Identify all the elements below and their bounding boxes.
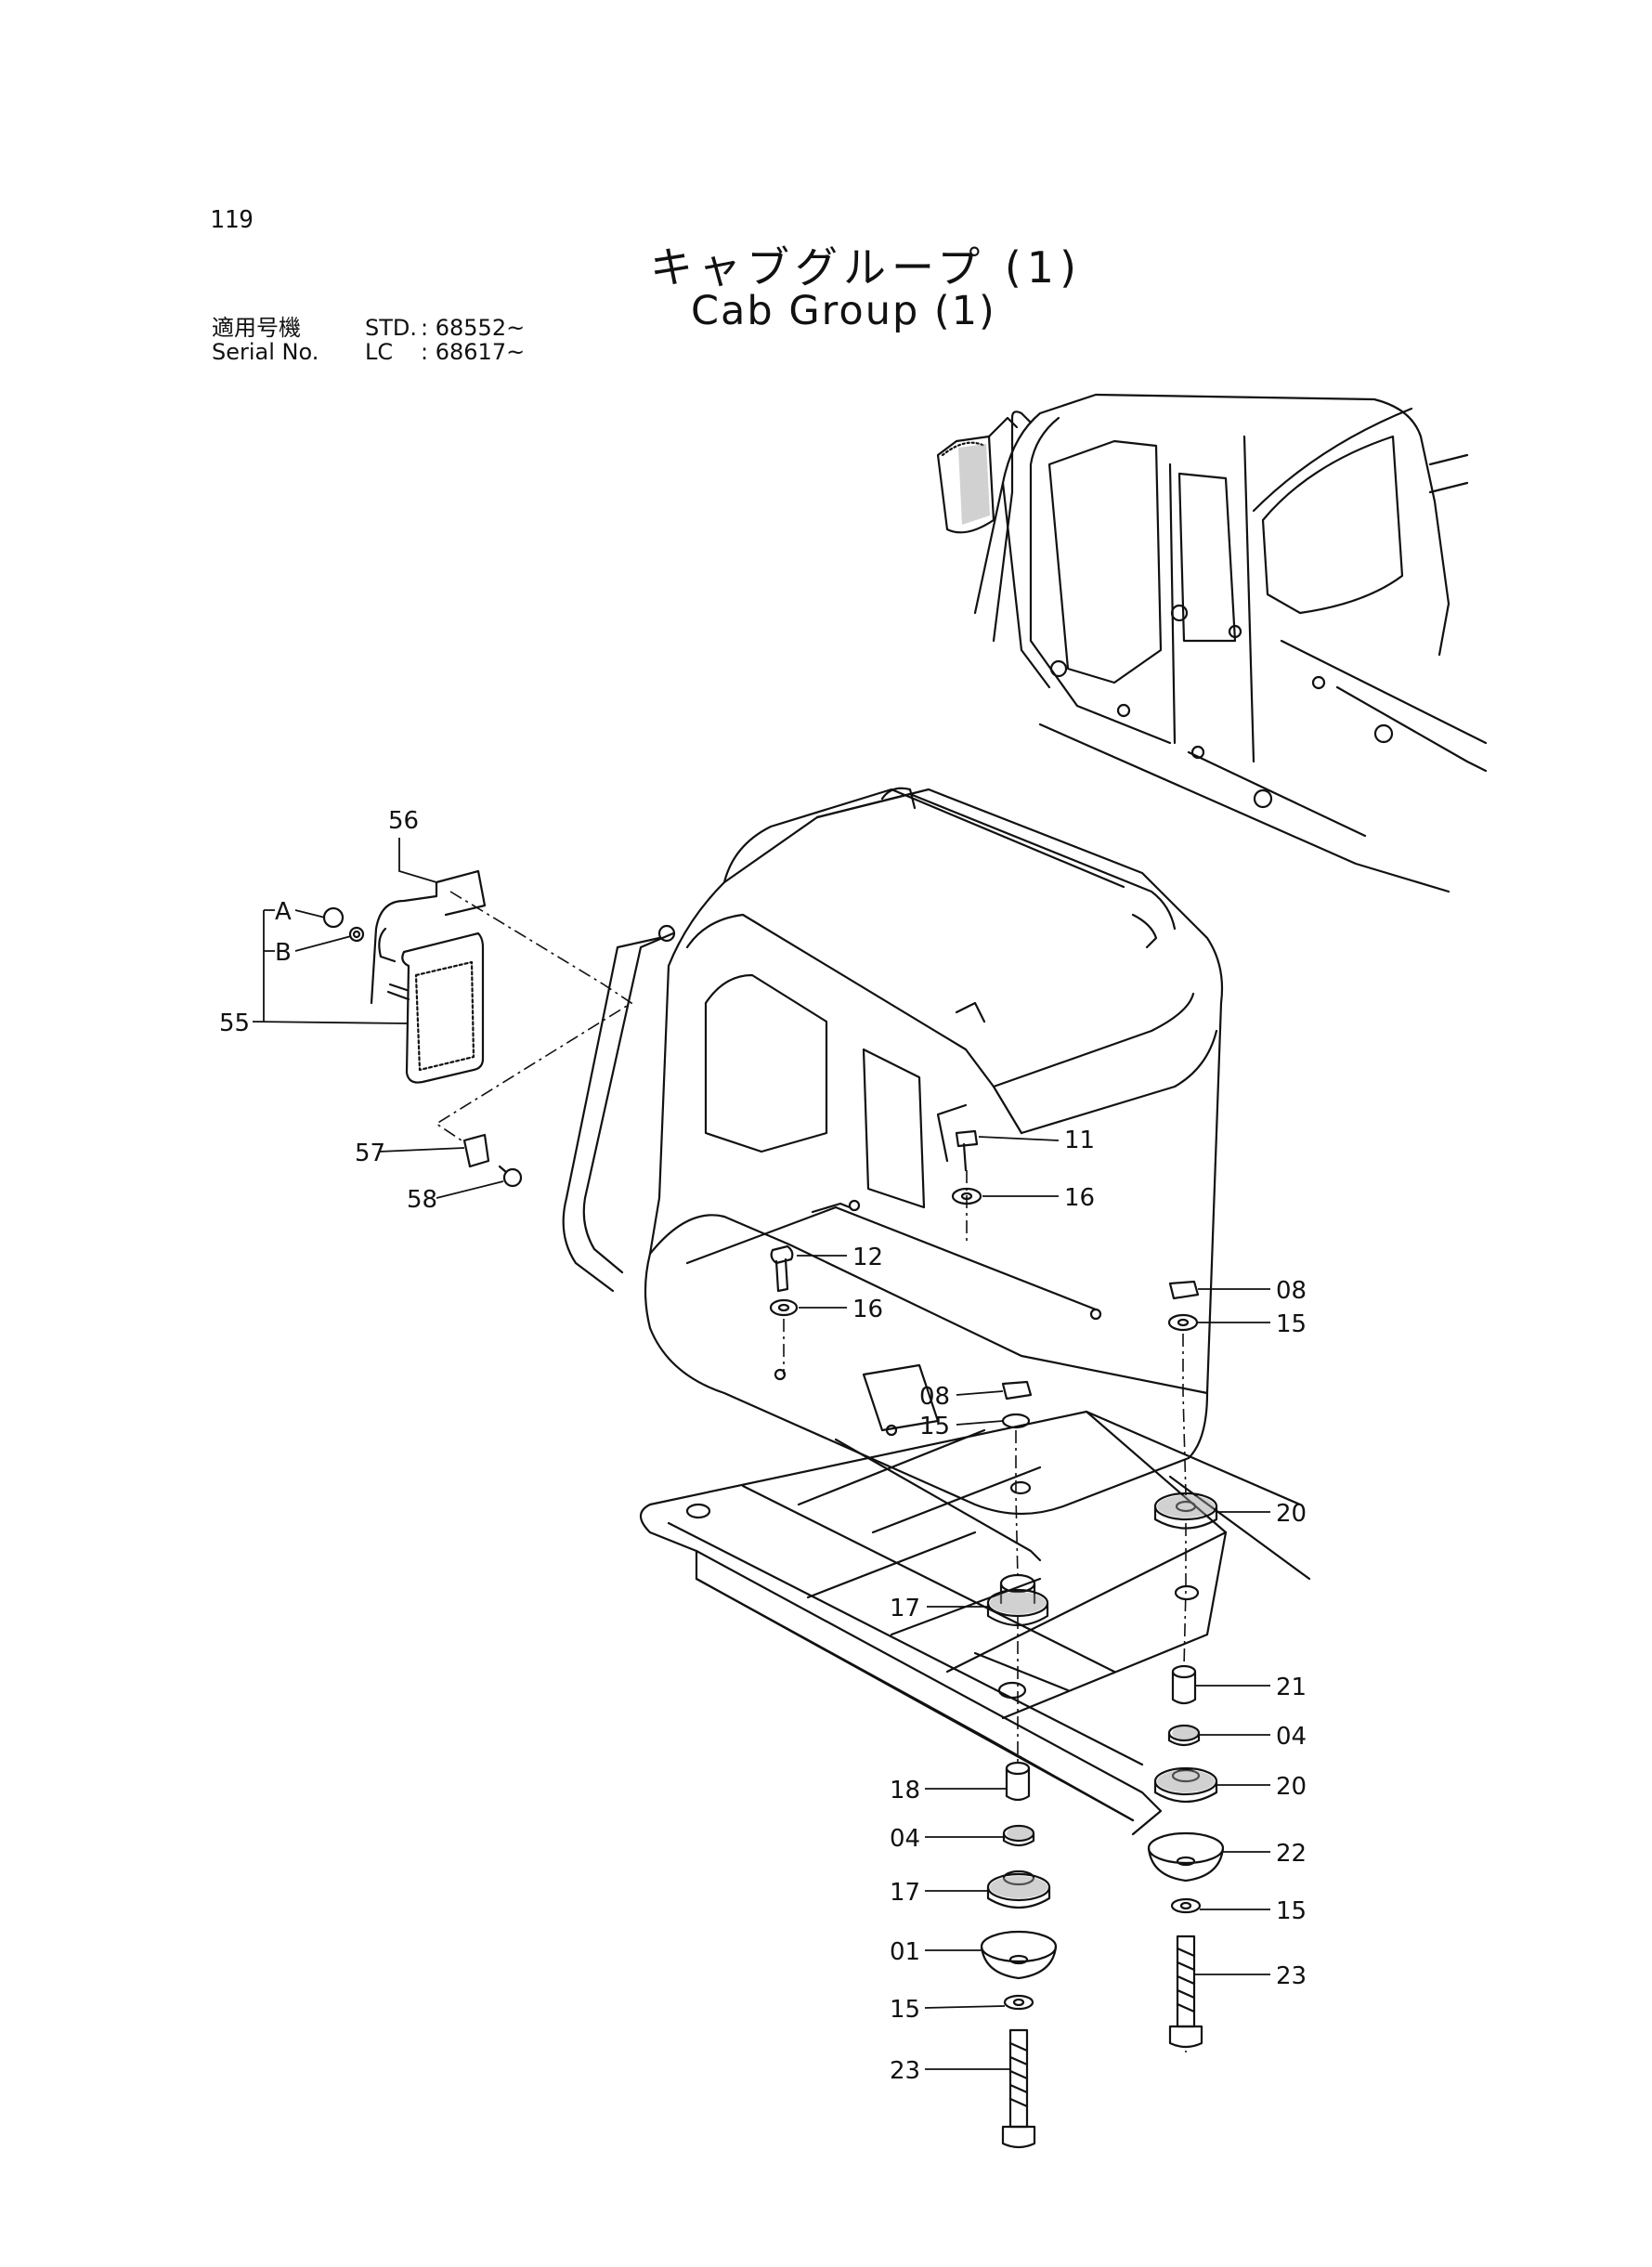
- callout-15c: 15: [1276, 1897, 1307, 1925]
- callout-23b: 23: [890, 2057, 920, 2085]
- base-frame: [639, 1363, 1311, 1836]
- callout-08b: 08: [919, 1383, 950, 1411]
- callout-B: B: [275, 939, 292, 967]
- callout-23a: 23: [1276, 1962, 1307, 1990]
- lc-model: LC: [365, 339, 394, 365]
- inset-cab-view: [936, 393, 1488, 893]
- callout-17b: 17: [890, 1879, 920, 1907]
- rubber-shading: [958, 444, 1215, 1898]
- callout-58: 58: [407, 1186, 437, 1214]
- callout-04a: 04: [1276, 1723, 1307, 1751]
- serial-label-en: Serial No.: [212, 339, 319, 365]
- callout-17a: 17: [890, 1595, 920, 1622]
- callout-15a: 15: [1276, 1310, 1307, 1338]
- callout-56: 56: [388, 807, 419, 835]
- title-japanese: キャブグループ (1): [650, 242, 1083, 293]
- main-cab-body: [562, 787, 1224, 1516]
- callout-16b: 16: [852, 1296, 883, 1323]
- std-value: 68552~: [435, 315, 526, 341]
- callout-15b: 15: [919, 1413, 950, 1440]
- serial-label-jp: 適用号機: [212, 315, 301, 341]
- callout-11: 11: [1064, 1127, 1095, 1154]
- callout-16a: 16: [1064, 1184, 1095, 1212]
- title-english: Cab Group (1): [691, 288, 996, 334]
- serial-line-lc: Serial No. LC: 68617~: [212, 340, 525, 364]
- callout-57: 57: [355, 1140, 385, 1167]
- lc-sep: :: [421, 339, 429, 365]
- callout-21: 21: [1276, 1674, 1307, 1701]
- callout-04b: 04: [890, 1825, 920, 1853]
- mirror-assembly: [322, 869, 523, 1188]
- callout-01: 01: [890, 1938, 920, 1966]
- callout-15d: 15: [890, 1996, 920, 2024]
- callout-20b: 20: [1276, 1773, 1307, 1801]
- serial-line-std: 適用号機 STD.: 68552~: [212, 316, 525, 340]
- lc-value: 68617~: [435, 339, 526, 365]
- std-sep: :: [421, 315, 429, 341]
- callout-12: 12: [852, 1244, 883, 1271]
- callout-08a: 08: [1276, 1277, 1307, 1305]
- std-model: STD.: [365, 315, 418, 341]
- callout-55: 55: [219, 1010, 250, 1037]
- mount-parts-right: [1147, 1280, 1225, 2049]
- callout-20a: 20: [1276, 1500, 1307, 1528]
- callout-18: 18: [890, 1777, 920, 1804]
- assembly-lines: [435, 891, 1187, 2052]
- page-number: 119: [210, 206, 254, 234]
- callout-22: 22: [1276, 1840, 1307, 1868]
- callout-labels: 56 A B 55 57 58 11 16 12 16 08 15 08 15 …: [219, 807, 1307, 2085]
- leader-lines: [252, 838, 1270, 2070]
- callout-A: A: [275, 898, 292, 926]
